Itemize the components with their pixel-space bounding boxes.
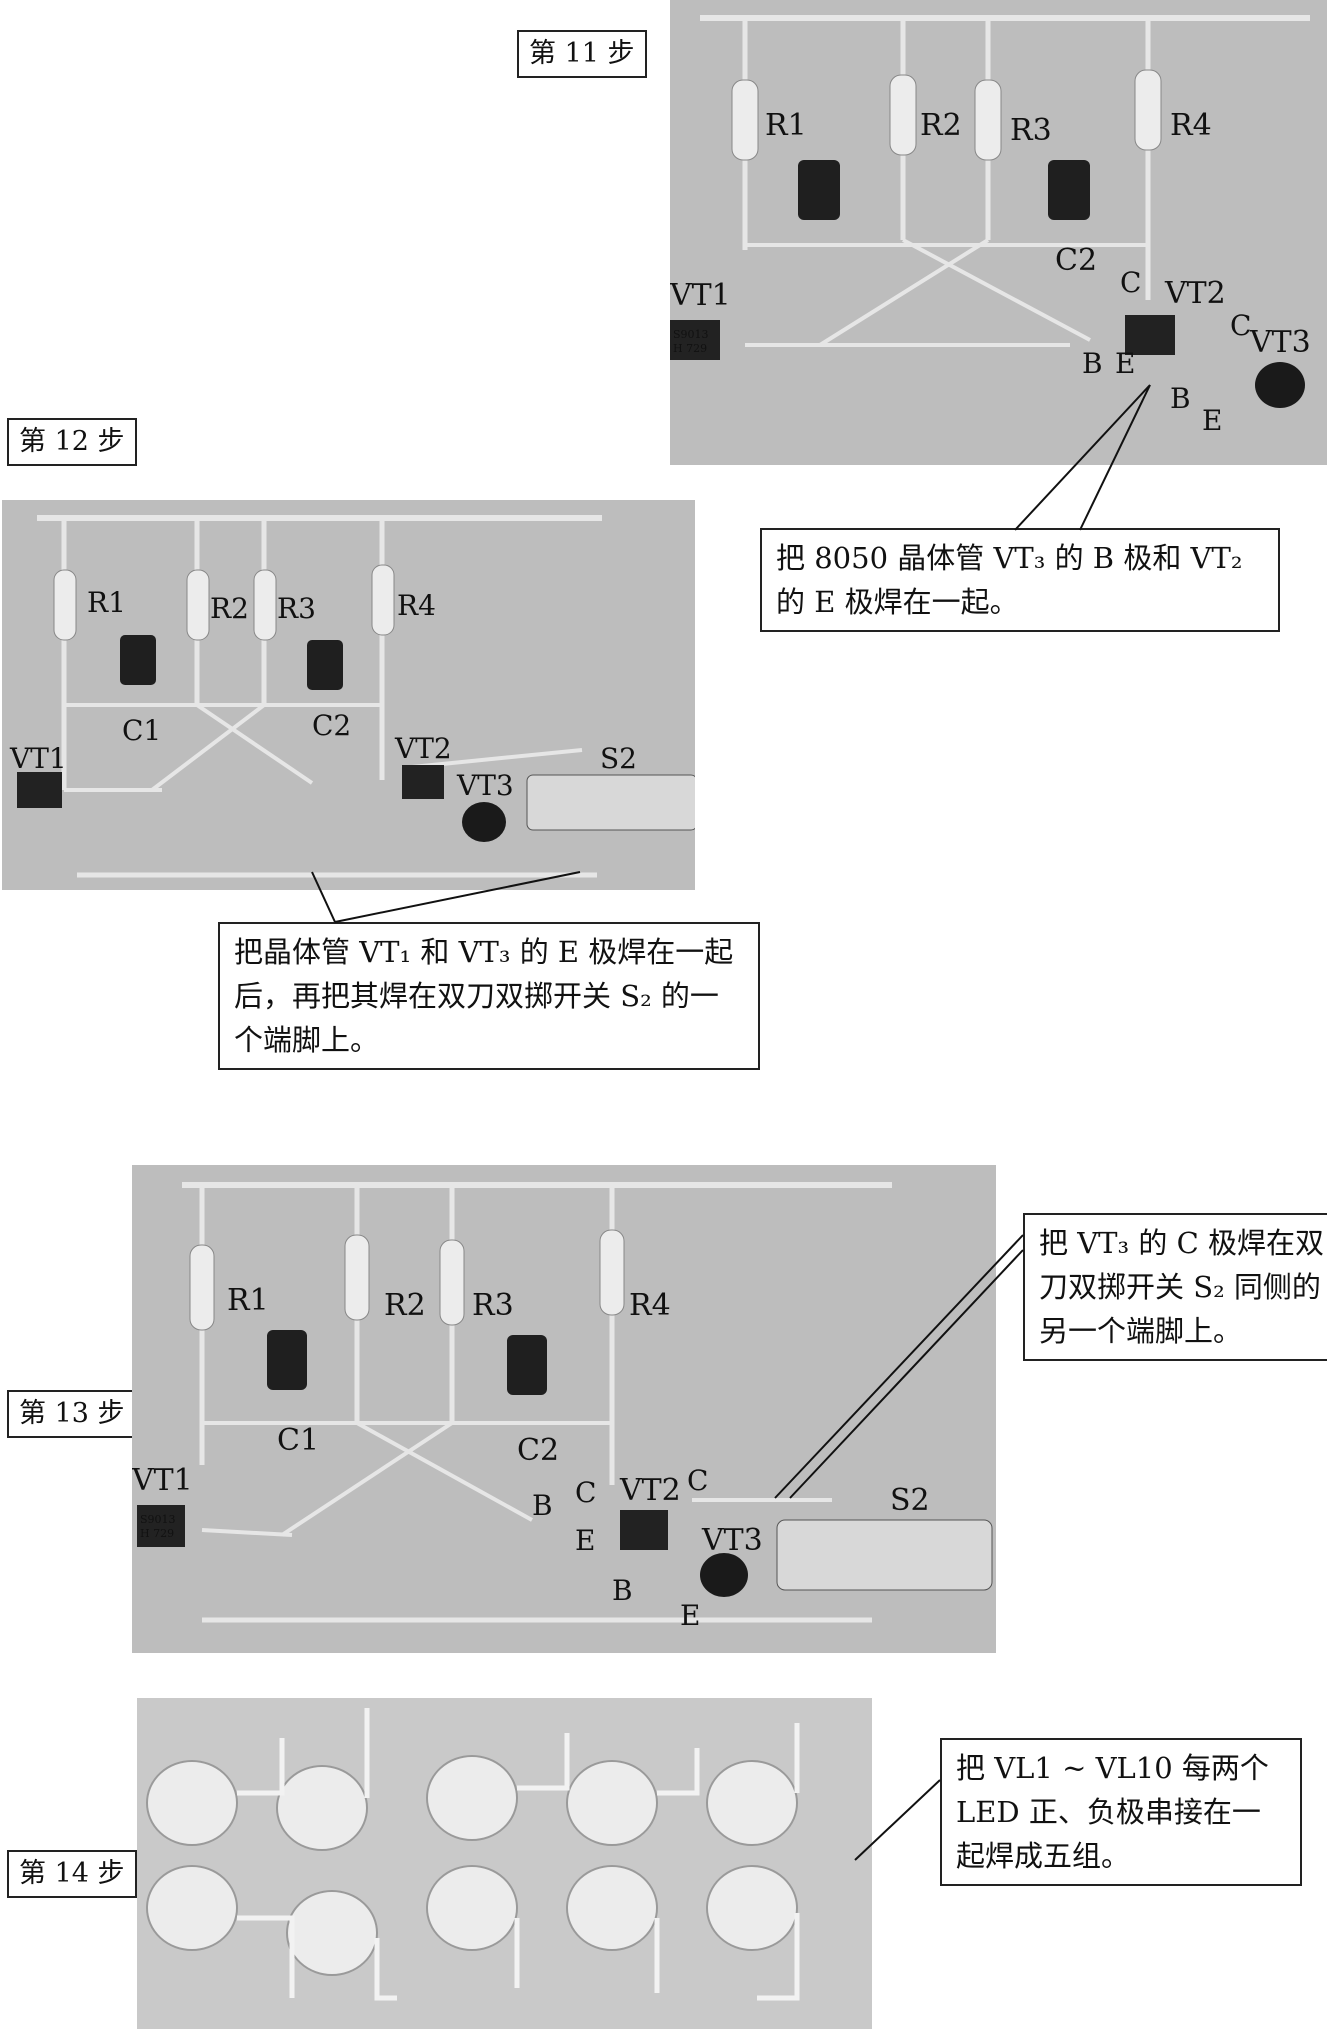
label-c: C (575, 1476, 596, 1509)
step-13-circuit: S9013 H 729 R1 R2 R3 R4 C1 C2 VT1 B C VT… (132, 1182, 993, 1632)
step-11-label: 第 11 步 (517, 30, 647, 78)
led-5 (706, 1760, 798, 1846)
label-b: B (1082, 347, 1103, 380)
label-vt3: VT3 (456, 769, 514, 802)
label-vt2: VT2 (1164, 276, 1226, 311)
step-14-label: 第 14 步 (7, 1850, 137, 1898)
led-3 (426, 1755, 518, 1841)
label-b-vt3: B (612, 1574, 633, 1607)
vt1-marking-2: H 729 (140, 1527, 174, 1540)
label-r2: R2 (210, 592, 249, 625)
label-s2: S2 (890, 1483, 930, 1518)
label-r2: R2 (384, 1288, 426, 1323)
label-b: B (532, 1489, 553, 1522)
step-12-photo: R1 R2 R3 R4 C1 C2 VT1 VT2 VT3 S2 (2, 500, 695, 890)
label-r1: R1 (87, 586, 126, 619)
step-14-leds (146, 1708, 800, 2001)
label-r1: R1 (227, 1283, 269, 1318)
transistor-vt1 (670, 320, 720, 360)
step-13-label: 第 13 步 (7, 1390, 137, 1438)
label-vt2: VT2 (619, 1473, 681, 1508)
led-9 (566, 1865, 658, 1951)
step-13-note: 把 VT₃ 的 C 极焊在双刀双掷开关 S₂ 同侧的另一个端脚上。 (1023, 1213, 1327, 1361)
step-11-photo: S9013 H 729 R1 R2 R3 R4 C2 C VT1 VT2 C V… (670, 0, 1327, 465)
label-e-vt3: E (680, 1599, 700, 1632)
label-c2: C2 (312, 709, 351, 742)
label-e-vt3: E (1202, 404, 1222, 437)
led-4 (566, 1760, 658, 1846)
label-s2: S2 (600, 742, 637, 775)
label-r4: R4 (397, 589, 436, 622)
label-c1: C1 (277, 1423, 319, 1458)
label-r2: R2 (920, 108, 962, 143)
step-12-label: 第 12 步 (7, 418, 137, 466)
label-c: C (1120, 266, 1141, 299)
step-11-circuit: S9013 H 729 R1 R2 R3 R4 C2 C VT1 VT2 C V… (670, 15, 1311, 437)
step-12-circuit: R1 R2 R3 R4 C1 C2 VT1 VT2 VT3 S2 (9, 515, 695, 878)
label-vt3: VT3 (701, 1523, 763, 1558)
step-13-photo: S9013 H 729 R1 R2 R3 R4 C1 C2 VT1 B C VT… (132, 1165, 996, 1653)
led-7 (286, 1890, 378, 1976)
label-e: E (575, 1524, 595, 1557)
capacitor-c1 (798, 160, 840, 220)
label-c-vt3: C (1230, 309, 1251, 342)
label-r3: R3 (472, 1288, 514, 1323)
label-r3: R3 (277, 592, 316, 625)
label-r1: R1 (765, 108, 807, 143)
led-10 (706, 1865, 798, 1951)
step-14-note: 把 VL1 ~ VL10 每两个 LED 正、负极串接在一起焊成五组。 (940, 1738, 1302, 1886)
resistor-r1 (731, 79, 759, 161)
label-vt3: VT3 (1249, 325, 1311, 360)
label-c2: C2 (517, 1433, 559, 1468)
label-b-vt3: B (1170, 382, 1191, 415)
capacitor-c2 (1048, 160, 1090, 220)
resistor-r3 (974, 79, 1002, 161)
label-e: E (1115, 347, 1135, 380)
label-c1: C1 (122, 714, 161, 747)
led-6 (146, 1865, 238, 1951)
label-vt2: VT2 (394, 732, 452, 765)
transistor-vt3 (1255, 362, 1305, 408)
label-r4: R4 (629, 1288, 671, 1323)
label-c-vt3: C (687, 1464, 708, 1497)
step-11-note: 把 8050 晶体管 VT₃ 的 B 极和 VT₂ 的 E 极焊在一起。 (760, 528, 1280, 632)
label-r3: R3 (1010, 113, 1052, 148)
led-1 (146, 1760, 238, 1846)
label-vt1: VT1 (132, 1463, 193, 1498)
vt1-marking: S9013 (140, 1513, 176, 1526)
label-c2: C2 (1055, 243, 1097, 278)
resistor-r2 (889, 74, 917, 156)
switch-s2 (526, 774, 695, 831)
step-14-photo (137, 1698, 872, 2029)
label-r4: R4 (1170, 108, 1212, 143)
transistor-vt2 (1125, 315, 1175, 355)
vt1-marking-2: H 729 (673, 342, 707, 355)
led-8 (426, 1865, 518, 1951)
led-2 (276, 1765, 368, 1851)
vt1-marking: S9013 (673, 328, 709, 341)
resistor-r4 (1134, 69, 1162, 151)
label-vt1: VT1 (9, 742, 67, 775)
label-vt1: VT1 (670, 278, 731, 313)
step-12-note: 把晶体管 VT₁ 和 VT₃ 的 E 极焊在一起后，再把其焊在双刀双掷开关 S₂… (218, 922, 760, 1070)
